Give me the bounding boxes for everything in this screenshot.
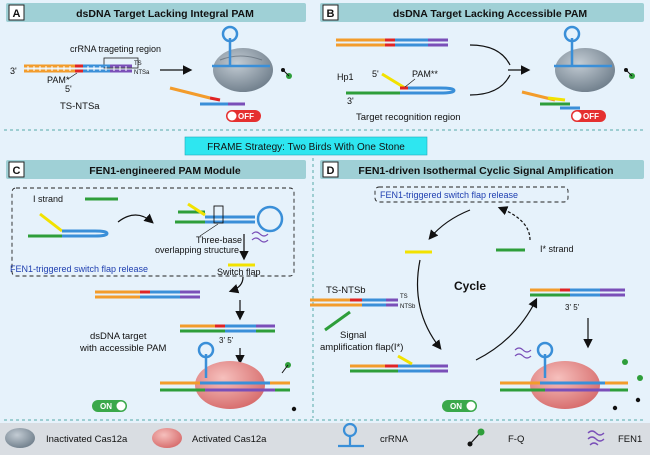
d-on-toggle: ON [442,400,477,412]
panel-c-content: I strand Three-base overlapping structur… [10,187,297,412]
b-pam: PAM** [412,69,438,79]
c-overlapping: overlapping structure [155,245,239,255]
panel-b-header: B dsDNA Target Lacking Accessible PAM [320,3,644,22]
panel-a-content: 3' crRNA trageting region TS NTSa PAM* 5… [10,25,292,122]
d-on-label: ON [450,402,462,411]
panel-d-title: FEN1-driven Isothermal Cyclic Signal Amp… [358,165,613,177]
a-five-prime: 5' [65,84,72,94]
a-pam-star: PAM* [47,75,70,85]
active-cas12a-icon [152,428,182,448]
c-fen1-icon [251,231,269,243]
d-cycle: Cycle [454,279,486,293]
d-nts: NTSb [400,304,416,310]
crrna-icon [338,422,364,448]
b-off-toggle: OFF [571,110,606,122]
panel-d-letter: D [327,165,335,177]
c-fen1-release: FEN1-triggered switch flap release [10,264,148,274]
d-signal: Signal [340,330,366,341]
c-ends: 3' 5' [219,336,234,345]
fen1-icon [587,430,605,446]
c-on-toggle: ON [92,400,127,412]
panel-c-title: FEN1-engineered PAM Module [89,165,241,177]
legend-fq: F-Q [508,434,524,445]
d-ends: 3' 5' [565,303,580,312]
panel-d-content: FEN1-triggered switch flap release I* st… [310,186,643,412]
a-target-box [103,57,139,69]
b-target-region: Target recognition region [356,112,461,123]
legend: Inactivated Cas12a Activated Cas12a crRN… [0,422,650,455]
b-off-label: OFF [583,112,599,121]
d-active-cas12a [530,361,600,409]
a-crrna-region: crRNA trageting region [70,44,161,54]
panel-b-title: dsDNA Target Lacking Accessible PAM [393,8,588,20]
panel-d-header: D FEN1-driven Isothermal Cyclic Signal A… [320,160,644,179]
a-ts-nts: TS-NTSa [60,101,100,112]
c-active-cas12a [195,361,265,409]
c-dashed-box [11,187,295,277]
panel-b-content: Hp1 5' PAM** 3' Target recognition regio… [336,25,635,123]
strategy-banner-text: FRAME Strategy: Two Birds With One Stone [207,142,405,153]
legend-fen1: FEN1 [618,434,642,445]
c-switch-flap: Switch flap [217,267,261,277]
d-ts: TS [400,294,408,300]
a-inactive-cas12a [213,48,273,92]
b-hp1: Hp1 [337,72,354,82]
c-on-label: ON [100,402,112,411]
d-fen1-icon [514,347,532,359]
c-i-strand: I strand [33,194,63,204]
a-off-toggle: OFF [226,110,261,122]
legend-inactive: Inactivated Cas12a [46,434,128,445]
d-dashed-box [374,186,569,203]
legend-crrna: crRNA [380,434,409,445]
b-inactive-cas12a [555,48,615,92]
d-i-star-strand: I* strand [540,244,574,254]
a-ts: TS [134,61,142,67]
strategy-banner: FRAME Strategy: Two Birds With One Stone [184,136,428,156]
c-with-pam: with accessible PAM [79,343,166,354]
d-amplification: amplification flap(I*) [320,342,403,353]
fq-reporter-icon [467,428,485,447]
a-three-prime: 3' [10,66,17,76]
inactive-cas12a-icon [5,428,35,448]
a-nts: NTSa [134,70,150,76]
d-fen1-release: FEN1-triggered switch flap release [380,190,518,200]
a-off-label: OFF [238,112,254,121]
legend-active: Activated Cas12a [192,434,267,445]
panel-c-letter: C [13,165,21,177]
b-three-prime: 3' [347,96,354,106]
panel-a-header: A dsDNA Target Lacking Integral PAM [6,3,306,22]
panel-a-title: dsDNA Target Lacking Integral PAM [76,8,254,20]
panel-a-letter: A [13,8,21,20]
b-five-prime: 5' [372,69,379,79]
panel-b-letter: B [327,8,335,20]
c-dsdna-target: dsDNA target [90,331,147,342]
c-three-base: Three-base [196,235,242,245]
panel-c-header: C FEN1-engineered PAM Module [6,160,306,179]
d-ts-nts: TS-NTSb [326,285,366,296]
